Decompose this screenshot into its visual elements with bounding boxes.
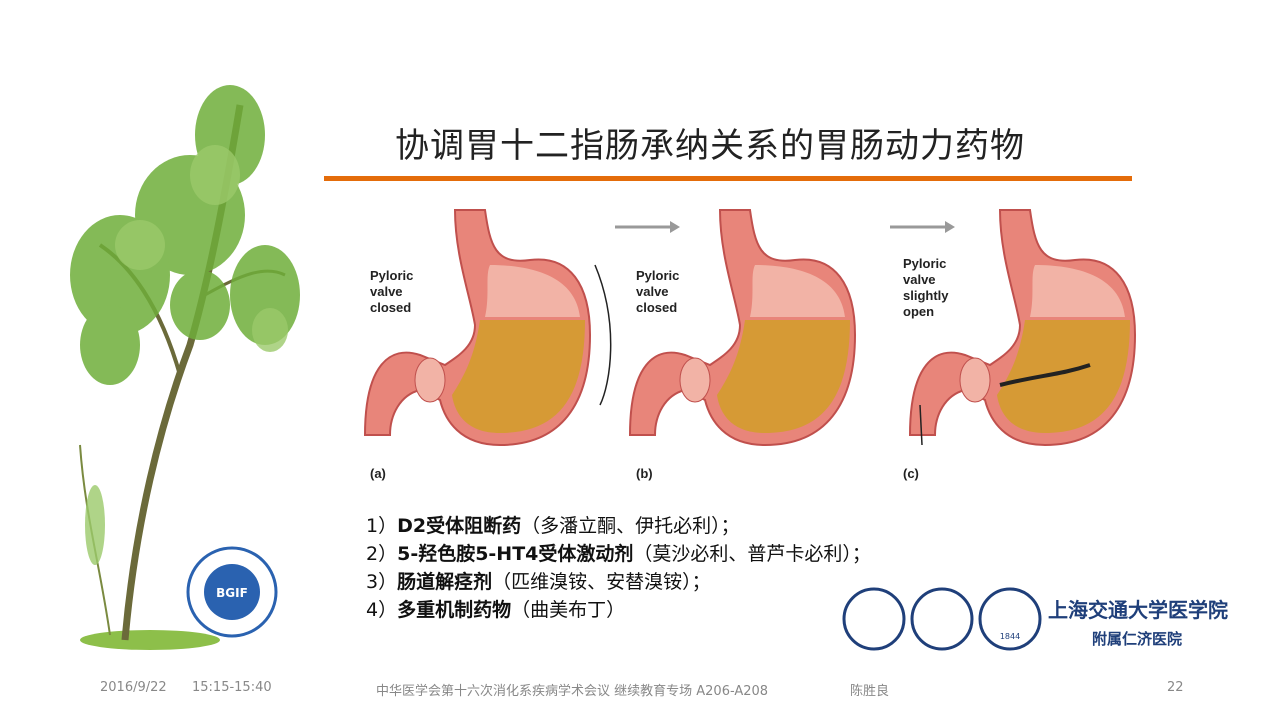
footer-date: 2016/9/22: [100, 680, 167, 695]
list-item: 2）5-羟色胺5-HT4受体激动剂（莫沙必利、普芦卡必利）；: [366, 543, 871, 565]
list-item: 1）D2受体阻断药（多潘立酮、伊托必利）；: [366, 515, 740, 537]
school-name: 上海交通大学医学院: [1048, 598, 1228, 622]
svg-text:1844: 1844: [1000, 632, 1020, 641]
panel-c-label: Pyloric valve slightly open: [903, 256, 949, 319]
title-divider: [324, 176, 1132, 181]
university-seals: 1844: [842, 587, 1042, 651]
panel-c-tag: (c): [903, 466, 919, 481]
list-item: 4）多重机制药物（曲美布丁）: [366, 599, 626, 621]
list-item: 3）肠道解痉剂（匹维溴铵、安替溴铵）；: [366, 571, 711, 593]
slide-title: 协调胃十二指肠承纳关系的胃肠动力药物: [395, 126, 1025, 166]
tree-illustration: [70, 85, 300, 650]
panel-a-label: Pyloric valve closed: [370, 268, 414, 315]
footer-speaker: 陈胜良: [850, 684, 890, 699]
panel-b-label: Pyloric valve closed: [636, 268, 680, 315]
stomach-diagram: [364, 209, 1136, 446]
panel-a-tag: (a): [370, 466, 386, 481]
page-number: 22: [1167, 680, 1184, 695]
svg-text:BGIF: BGIF: [216, 586, 248, 600]
panel-b-tag: (b): [636, 466, 653, 481]
footer-event: 中华医学会第十六次消化系疾病学术会议 继续教育专场 A206-A208: [376, 684, 769, 699]
hospital-name: 附属仁济医院: [1092, 630, 1183, 648]
footer-time: 15:15-15:40: [192, 680, 272, 695]
forum-logo: BGIF: [186, 546, 278, 638]
drug-list: 1）D2受体阻断药（多潘立酮、伊托必利）； 2）5-羟色胺5-HT4受体激动剂（…: [366, 512, 871, 624]
